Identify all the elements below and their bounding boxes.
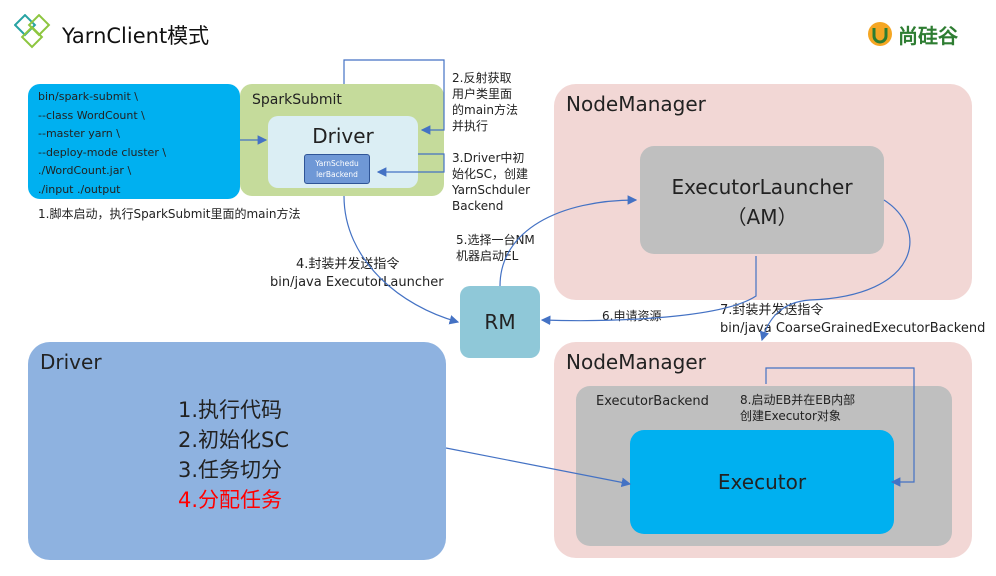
note-line: bin/java ExecutorLauncher: [270, 275, 444, 290]
task-item-highlight: 4.分配任务: [178, 488, 283, 512]
note-line: YarnSchduler: [452, 183, 531, 197]
spark-submit-label: SparkSubmit: [252, 92, 342, 108]
note-line: bin/java CoarseGrainedExecutorBackend: [720, 321, 986, 336]
am-label: （AM）: [726, 205, 798, 229]
executor-box: Executor: [630, 430, 894, 534]
note-line: 始化SC，创建: [452, 167, 528, 181]
node-manager-top: NodeManager ExecutorLauncher （AM）: [554, 84, 972, 300]
arrow-rm-to-launcher: [499, 195, 638, 287]
step-2-note: 2.反射获取 用户类里面 的main方法 并执行: [452, 70, 518, 134]
note-line: Backend: [452, 199, 504, 213]
arrow-reflect-main: [343, 59, 445, 135]
node-manager-label: NodeManager: [566, 92, 706, 116]
executor-launcher-label: ExecutorLauncher: [671, 175, 853, 199]
command-line: ./WordCount.jar \: [38, 164, 132, 177]
task-item: 2.初始化SC: [178, 428, 290, 452]
step-5-note: 5.选择一台NM 机器启动EL: [456, 232, 535, 264]
step-8-note: 8.启动EB并在EB内部 创建Executor对象: [740, 392, 855, 424]
note-line: 5.选择一台NM: [456, 233, 535, 247]
arrow-driver-to-executor: [445, 447, 632, 488]
note-line: 8.启动EB并在EB内部: [740, 393, 856, 407]
command-line: ./input ./output: [38, 182, 121, 196]
executor-backend-label: ExecutorBackend: [596, 394, 709, 409]
driver-label: Driver: [40, 350, 102, 374]
step-1-note: 1.脚本启动，执行SparkSubmit里面的main方法: [38, 207, 301, 221]
driver-inner-label: Driver: [312, 124, 374, 148]
note-line: 用户类里面: [452, 87, 513, 101]
executor-backend-box: ExecutorBackend Executor: [576, 386, 952, 546]
brand-logo-icon: [868, 22, 892, 46]
step-7-note: 7.封装并发送指令 bin/java CoarseGrainedExecutor…: [720, 302, 985, 338]
note-line: 7.封装并发送指令: [720, 303, 824, 318]
driver-box: Driver 1.执行代码 2.初始化SC 3.任务切分 4.分配任务: [28, 342, 446, 560]
command-line: --master yarn \: [38, 127, 120, 140]
client-command-box: bin/spark-submit \ --class WordCount \ -…: [28, 84, 240, 199]
arrow-launcher-to-nm2: [759, 199, 911, 342]
scheduler-label-line: lerBackend: [316, 170, 358, 179]
node-manager-label: NodeManager: [566, 350, 706, 374]
note-line: 的main方法: [452, 103, 518, 117]
command-line: --deploy-mode cluster \: [38, 145, 167, 159]
arrow-driver-to-rm: [343, 195, 460, 325]
brand-name: 尚硅谷: [898, 24, 958, 48]
note-line: 2.反射获取: [452, 71, 512, 85]
command-line: --class WordCount \: [38, 108, 145, 122]
note-line: 并执行: [452, 119, 489, 133]
spark-submit-box: SparkSubmit Driver YarnSchedu lerBackend: [240, 84, 444, 196]
logo-diamond-icon: [14, 14, 51, 49]
task-item: 1.执行代码: [178, 398, 283, 422]
note-line: 机器启动EL: [456, 249, 519, 263]
arrow-eb-to-executor: [765, 367, 915, 487]
command-line: bin/spark-submit \: [38, 90, 139, 103]
step-4-note: 4.封装并发送指令 bin/java ExecutorLauncher: [270, 256, 444, 292]
node-manager-bottom: NodeManager ExecutorBackend Executor: [554, 342, 972, 558]
note-line: 创建Executor对象: [740, 409, 841, 423]
step-3-note: 3.Driver中初 始化SC，创建 YarnSchduler Backend: [452, 150, 530, 214]
task-item: 3.任务切分: [178, 458, 283, 482]
arrow-launcher-to-rm: [540, 256, 757, 326]
driver-inner-box: Driver YarnSchedu lerBackend: [268, 116, 418, 188]
yarn-scheduler-backend-box: YarnSchedu lerBackend: [304, 154, 370, 184]
scheduler-label-line: YarnSchedu: [315, 159, 359, 168]
note-line: 4.封装并发送指令: [296, 257, 400, 272]
arrow-init-sc: [376, 153, 445, 177]
resource-manager-box: RM: [460, 286, 540, 358]
slide-title: YarnClient模式: [62, 24, 210, 48]
executor-launcher-box: ExecutorLauncher （AM）: [640, 146, 884, 254]
note-line: 3.Driver中初: [452, 151, 525, 165]
